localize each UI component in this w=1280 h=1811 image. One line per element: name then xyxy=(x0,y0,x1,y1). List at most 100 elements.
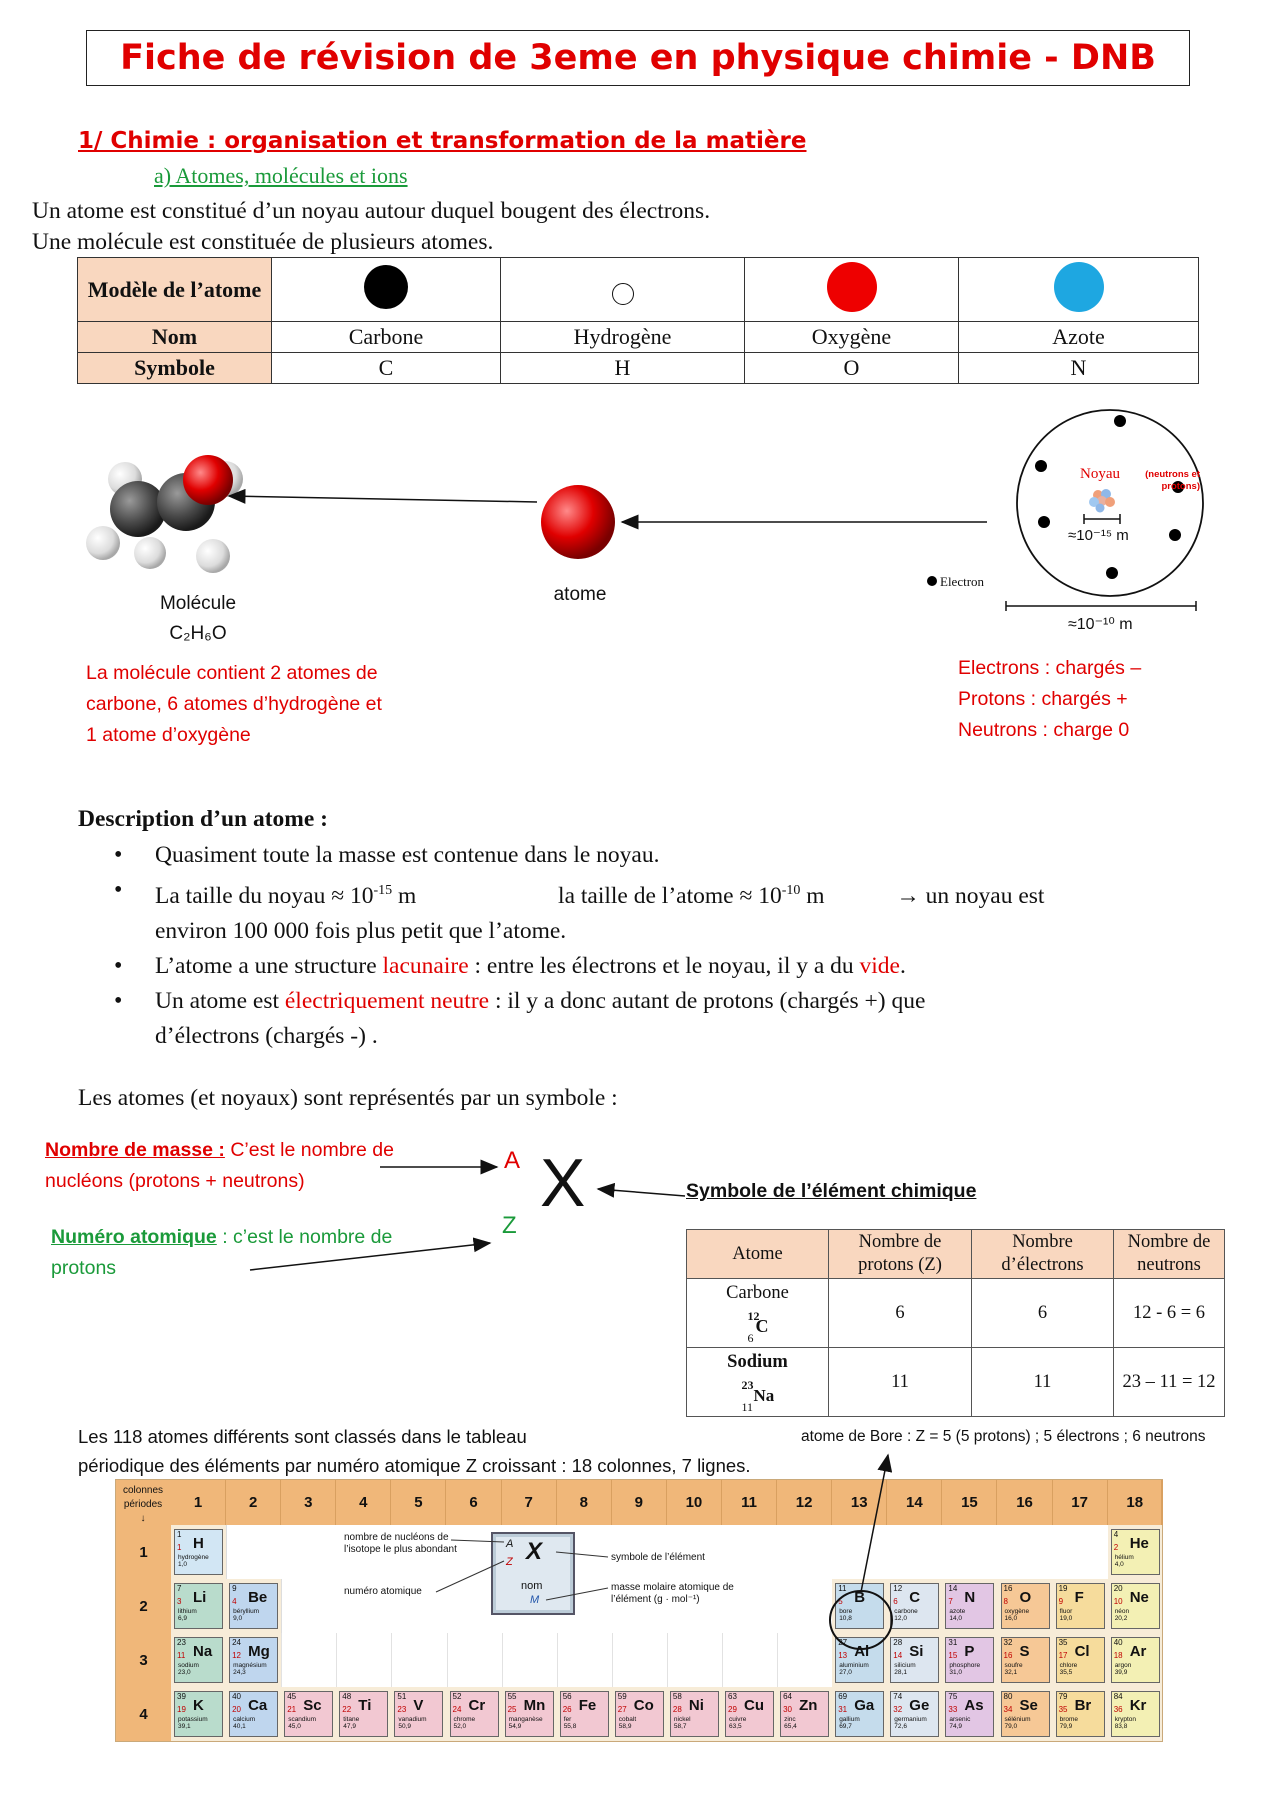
element-name: oxygène xyxy=(1004,1608,1030,1615)
element-molar-mass: 45,0 xyxy=(288,1723,301,1730)
atom-symbol: O xyxy=(744,352,959,384)
atomic-number: 2 xyxy=(1113,1543,1119,1552)
element-name: gallium xyxy=(839,1716,860,1723)
atomic-number: 36 xyxy=(1113,1705,1123,1714)
element-molar-mass: 14,0 xyxy=(949,1615,963,1622)
element-symbol: V xyxy=(413,1697,424,1714)
element-molar-mass: 83,8 xyxy=(1114,1723,1128,1730)
element-name: nickel xyxy=(673,1716,691,1723)
table-header: Nombre de neutrons xyxy=(1113,1229,1225,1279)
element-name: phosphore xyxy=(949,1662,981,1669)
atom-symbol: H xyxy=(500,352,745,384)
mass-number: 40 xyxy=(232,1692,241,1701)
element-name: carbone xyxy=(894,1608,918,1615)
element-symbol: Br xyxy=(1074,1697,1092,1714)
element-molar-mass: 58,7 xyxy=(673,1723,687,1730)
mass-number: 63 xyxy=(728,1692,737,1701)
column-number: 17 xyxy=(1053,1480,1108,1525)
element-symbol: Sc xyxy=(303,1697,322,1714)
atom-label: atome xyxy=(553,584,607,605)
mass-number: 12 xyxy=(893,1584,903,1593)
element-molar-mass: 16,0 xyxy=(1004,1615,1018,1622)
grid-line xyxy=(722,1633,723,1687)
periodic-intro: Les 118 atomes différents sont classés d… xyxy=(78,1426,751,1476)
atomic-number: 8 xyxy=(1003,1597,1008,1606)
grid-line xyxy=(336,1633,338,1687)
legend-symbol: symbole de l’élément xyxy=(611,1552,705,1563)
period-column xyxy=(116,1525,171,1741)
mass-number: 75 xyxy=(948,1692,958,1701)
grid-line xyxy=(777,1633,779,1687)
row-label-name: Nom xyxy=(77,321,272,353)
element-symbol: Ar xyxy=(1129,1643,1147,1660)
element-symbol: K xyxy=(193,1697,204,1714)
atomic-number: 4 xyxy=(232,1597,237,1606)
nucleus-icon xyxy=(1089,489,1115,513)
mass-number: 40 xyxy=(1113,1638,1123,1647)
element-name: arsenic xyxy=(949,1716,971,1723)
mass-number: 74 xyxy=(893,1692,903,1701)
table-header: Atome xyxy=(686,1229,829,1279)
legend-M: M xyxy=(530,1594,540,1606)
element-symbol-x: X xyxy=(540,1145,586,1221)
element-molar-mass: 74,9 xyxy=(949,1723,963,1730)
symbol-intro: Les atomes (et noyaux) sont représentés … xyxy=(78,1085,618,1111)
element-symbol: Ne xyxy=(1129,1589,1149,1606)
atomic-number: 31 xyxy=(838,1705,848,1714)
list-item: L’atome a une structure lacunaire : entr… xyxy=(78,949,1198,984)
mass-number: 48 xyxy=(342,1692,352,1701)
mass-number: 16 xyxy=(1003,1584,1013,1593)
atom-name: Oxygène xyxy=(744,321,959,353)
symbol-label: Symbole de l’élément chimique xyxy=(686,1180,977,1202)
description-list: Quasiment toute la masse est contenue da… xyxy=(78,838,1198,1054)
atomic-number: 17 xyxy=(1058,1651,1068,1660)
element-symbol: Ni xyxy=(688,1697,704,1714)
element-symbol: Fe xyxy=(578,1697,597,1714)
mass-number: 4 xyxy=(1113,1530,1119,1539)
atomic-number: 15 xyxy=(948,1651,958,1660)
element-name: chlore xyxy=(1059,1662,1078,1669)
column-number: 14 xyxy=(887,1480,943,1525)
mass-number: 45 xyxy=(287,1692,297,1701)
atomic-number: 13 xyxy=(838,1651,848,1660)
element-symbol: F xyxy=(1074,1589,1084,1606)
mass-number: 24 xyxy=(232,1638,241,1647)
element-molar-mass: 63,5 xyxy=(729,1723,742,1730)
page-title: Fiche de révision de 3eme en physique ch… xyxy=(120,38,1156,78)
nucleus-note: (neutrons et protons) xyxy=(1145,469,1200,492)
atomic-number: 16 xyxy=(1003,1651,1013,1660)
element-molar-mass: 54,9 xyxy=(508,1723,522,1730)
element-name: fer xyxy=(563,1716,572,1723)
electron-label: Electron xyxy=(940,574,985,589)
intro-line-1: Un atome est constitué d’un noyau autour… xyxy=(32,198,711,224)
atom-symbol: C xyxy=(271,352,501,384)
atomic-number-note: Numéro atomique : c’est le nombre de pro… xyxy=(51,1226,393,1279)
element-molar-mass: 23,0 xyxy=(178,1669,191,1676)
mass-number: 7 xyxy=(177,1584,182,1593)
nucleus-label: Noyau xyxy=(1080,466,1120,482)
element-name: chrome xyxy=(453,1716,476,1723)
nucleus-size: ≈10⁻¹⁵ m xyxy=(1068,527,1129,544)
intro-line-2: Une molécule est constituée de plusieurs… xyxy=(32,229,494,255)
atomic-number: 14 xyxy=(893,1651,903,1660)
atomic-number: 24 xyxy=(452,1705,462,1714)
element-molar-mass: 79,9 xyxy=(1059,1723,1073,1730)
molecule-note: La molécule contient 2 atomes de carbone… xyxy=(86,662,382,746)
atom-symbol: N xyxy=(958,352,1199,384)
element-name: titane xyxy=(343,1716,360,1723)
atomic-number: 19 xyxy=(177,1705,186,1714)
list-item: La taille du noyau ≈ 10-15 m la taille d… xyxy=(78,873,1198,949)
atomic-number: 11 xyxy=(177,1651,186,1660)
element-name: soufre xyxy=(1004,1662,1023,1669)
atomic-number: 30 xyxy=(783,1705,792,1714)
molecule-model-icon xyxy=(86,455,243,573)
element-name: germanium xyxy=(894,1716,927,1723)
